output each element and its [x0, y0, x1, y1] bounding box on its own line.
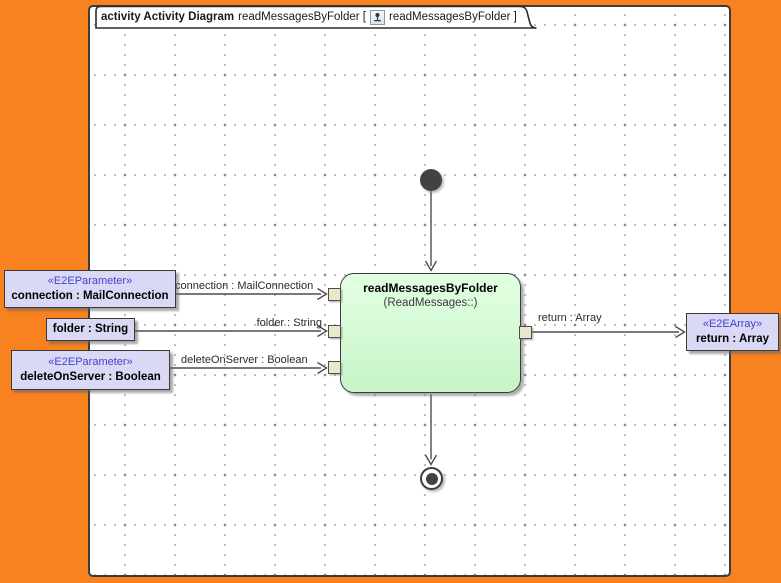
parameter-name: deleteOnServer : Boolean [20, 370, 161, 383]
initial-node[interactable] [420, 169, 442, 191]
stereotype-label: «E2EArray» [702, 317, 763, 330]
parameter-node-folder[interactable]: folder : String [46, 318, 135, 341]
stereotype-label: «E2EParameter» [47, 274, 133, 287]
diagram-canvas[interactable] [88, 5, 731, 577]
edge-label-connection[interactable]: connection : MailConnection [175, 280, 314, 292]
edge-label-deleteonserver[interactable]: deleteOnServer : Boolean [181, 354, 308, 366]
activity-diagram-icon [370, 9, 385, 25]
result-node-return[interactable]: «E2EArray» return : Array [686, 313, 779, 351]
diagram-kind-label: activity Activity Diagram [101, 11, 235, 23]
action-node[interactable]: readMessagesByFolder (ReadMessages::) [340, 273, 521, 393]
parameter-name: folder : String [52, 322, 129, 335]
output-pin-return[interactable] [519, 326, 532, 339]
result-name: return : Array [695, 332, 770, 345]
input-pin-folder[interactable] [328, 325, 341, 338]
input-pin-deleteonserver[interactable] [328, 361, 341, 374]
activity-final-node[interactable] [420, 467, 443, 490]
frame-tab[interactable]: activity Activity Diagram readMessagesBy… [101, 9, 517, 25]
parameter-node-connection[interactable]: «E2EParameter» connection : MailConnecti… [4, 270, 176, 308]
diagram-name-label: readMessagesByFolder ] [389, 11, 517, 23]
parameter-name: connection : MailConnection [11, 289, 169, 302]
action-behavior: (ReadMessages::) [383, 297, 478, 309]
final-node-dot [425, 472, 438, 485]
stereotype-label: «E2EParameter» [48, 355, 133, 368]
diagram-context-label: readMessagesByFolder [ [238, 11, 366, 23]
edge-label-folder[interactable]: folder : String [256, 317, 322, 329]
edge-label-return[interactable]: return : Array [538, 312, 602, 324]
action-name: readMessagesByFolder [363, 281, 498, 295]
input-pin-connection[interactable] [328, 288, 341, 301]
parameter-node-deleteonserver[interactable]: «E2EParameter» deleteOnServer : Boolean [11, 350, 170, 390]
frame-tab-shape[interactable] [95, 5, 543, 29]
